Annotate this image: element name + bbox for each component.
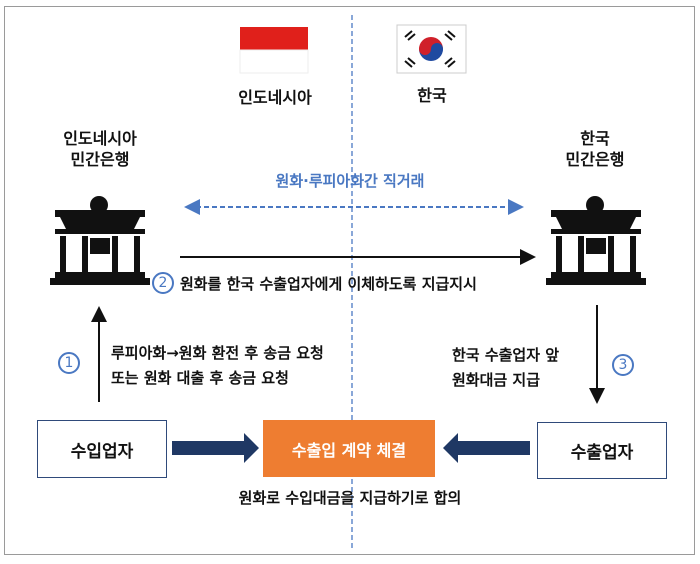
step-1-line: 루피아화→원화 환전 후 송금 요청 [111,344,324,362]
step-1-text: 루피아화→원화 환전 후 송금 요청 또는 원화 대출 후 송금 요청 [111,341,324,391]
step-3-line: 한국 수출업자 앞 [452,346,560,364]
step-2-text: 원화를 한국 수출업자에게 이체하도록 지급지시 [180,275,477,293]
step-1-badge: 1 [58,352,80,374]
bank-label-line: 인도네시아 [63,129,137,148]
korea-label: 한국 [417,86,447,105]
korea-bank-label: 한국 민간은행 [535,128,655,170]
step-3-badge: 3 [612,354,634,376]
step-3-text: 한국 수출업자 앞 원화대금 지급 [452,343,559,393]
exporter-box: 수출업자 [537,422,667,479]
direct-trade-label: 원화·루피아화간 직거래 [275,172,425,190]
indonesia-flag-icon [239,27,309,74]
bank-icon-left [50,196,150,285]
indonesia-label: 인도네시아 [238,88,312,107]
contract-box: 수출입 계약 체결 [263,420,435,477]
bank-label-line: 민간은행 [565,150,625,169]
agreement-text: 원화로 수입대금을 지급하기로 합의 [238,489,462,507]
step-3-line: 원화대금 지급 [452,371,541,389]
bank-label-line: 민간은행 [70,150,130,169]
importer-box: 수입업자 [37,420,167,478]
diagram-frame [4,6,695,555]
bank-label-line: 한국 [580,129,610,148]
korea-flag-icon [396,24,467,74]
bank-icon-right [546,196,646,285]
step-1-line: 또는 원화 대출 후 송금 요청 [111,369,289,387]
exporter-contract-arrow [443,433,530,463]
importer-contract-arrow [172,433,259,463]
step-2-badge: 2 [152,272,174,294]
indonesia-bank-label: 인도네시아 민간은행 [40,128,160,170]
